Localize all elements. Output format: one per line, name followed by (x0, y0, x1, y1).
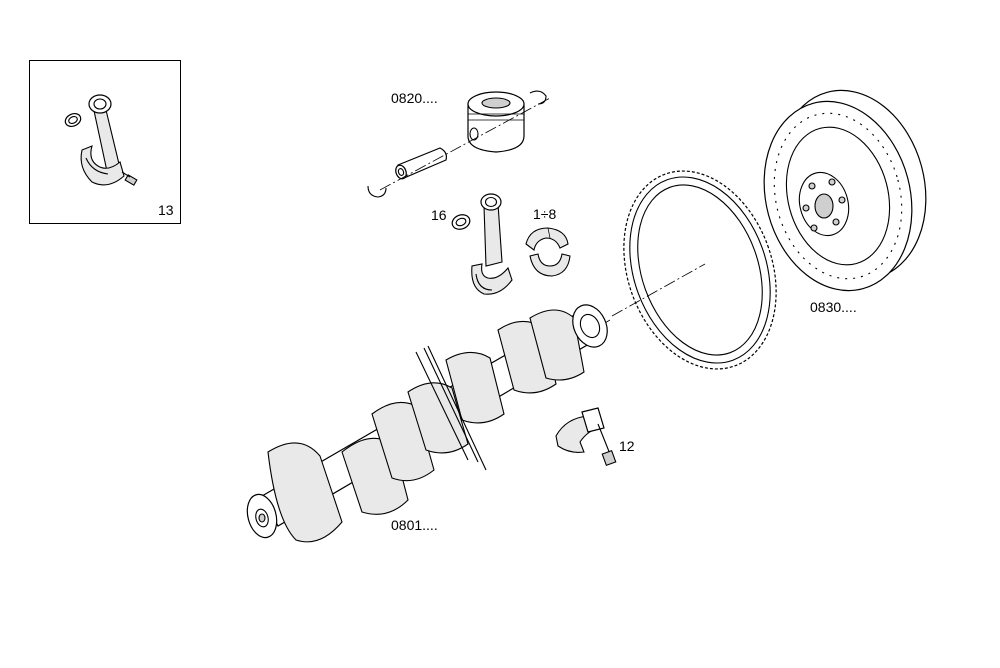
piston-icon (467, 91, 525, 153)
callout-inset: 13 (158, 202, 174, 218)
callout-bolt: 12 (619, 438, 635, 454)
crankshaft-icon (246, 304, 611, 543)
callout-flywheel: 0830.... (810, 299, 857, 315)
inset-frame (29, 60, 181, 224)
ring-gear-icon (623, 170, 777, 370)
inset-connecting-rod-icon (64, 94, 138, 186)
connecting-rod-icon (451, 193, 513, 295)
piston-pin-icon (395, 147, 447, 180)
flywheel-icon (763, 89, 927, 292)
circlip-icon (367, 90, 547, 198)
callout-piston: 0820.... (391, 90, 438, 106)
callout-rod-bush: 16 (431, 207, 447, 223)
bolt-icon (597, 423, 617, 467)
main-bearing-cap-icon (555, 407, 605, 453)
bearing-shells-icon (525, 227, 571, 277)
callout-bearings: 1÷8 (533, 206, 557, 222)
callout-crankshaft: 0801.... (391, 517, 438, 533)
